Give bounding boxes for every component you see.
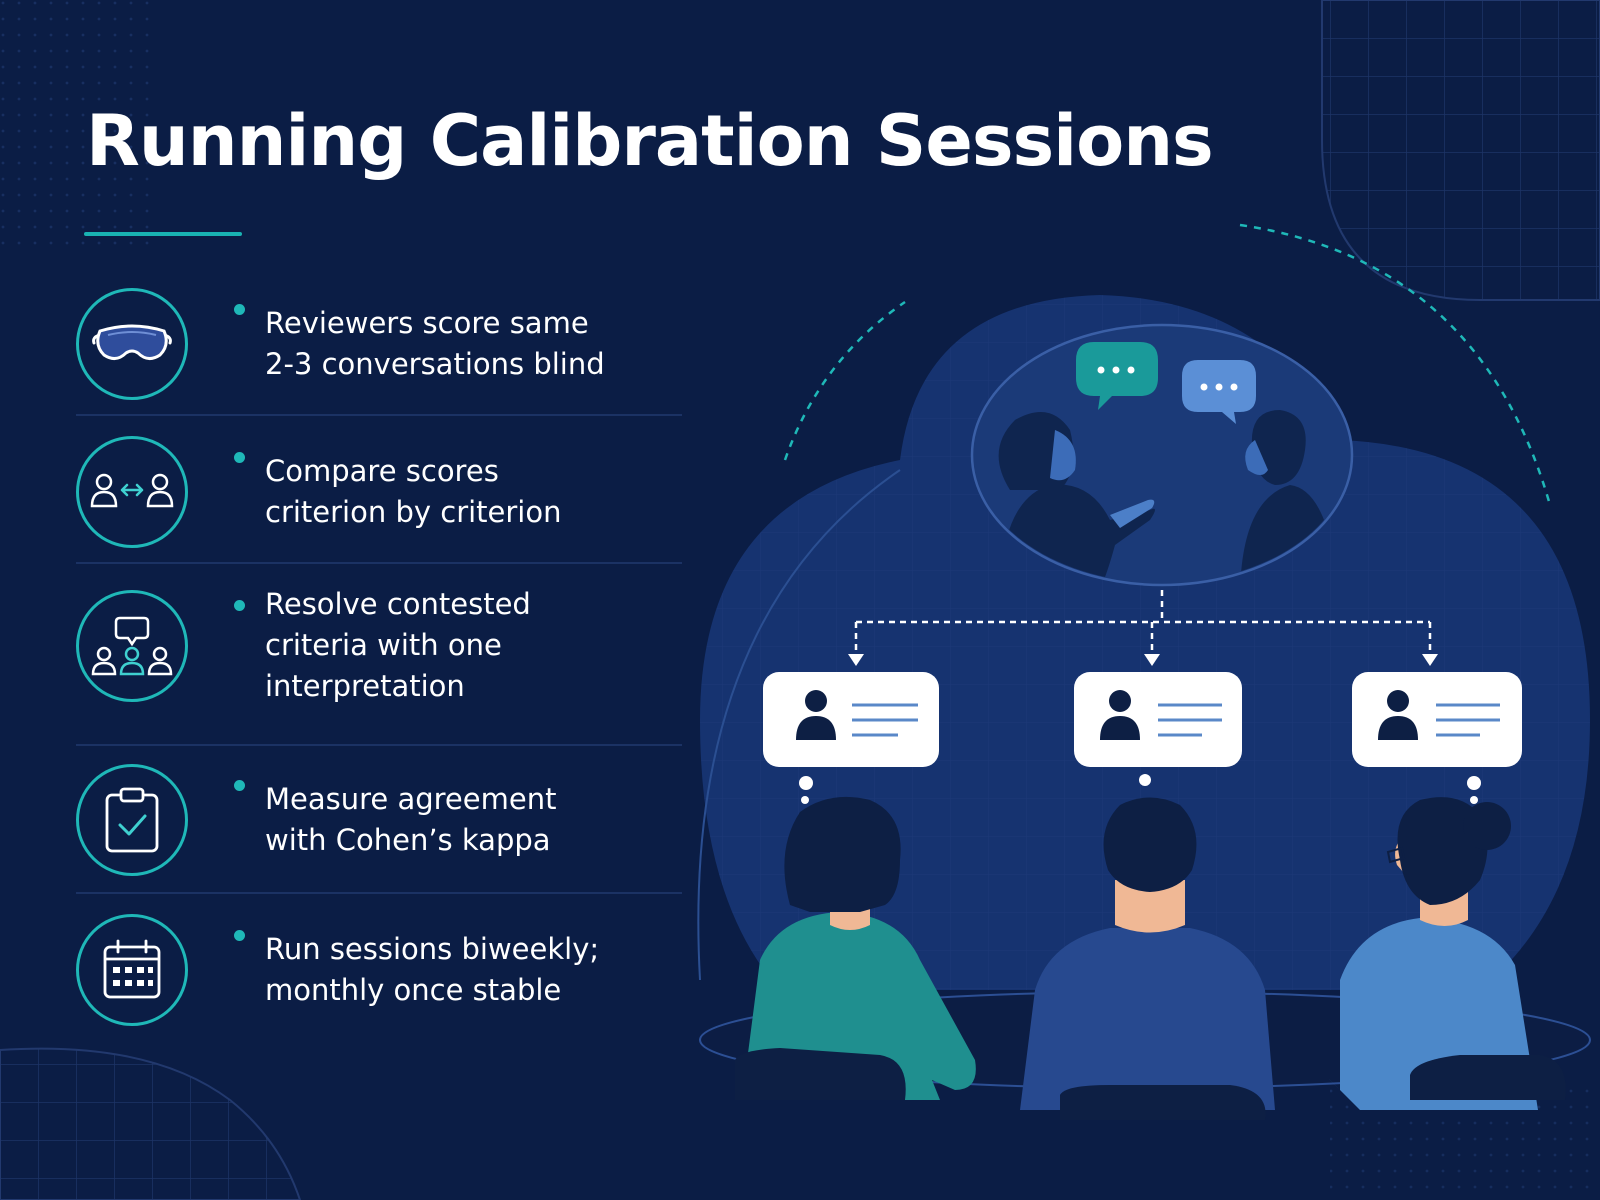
list-item-run-sessions: Run sessions biweekly; monthly once stab… — [76, 914, 682, 1026]
item-line: Compare scores — [265, 454, 499, 488]
item-text: Resolve contested criteria with one inte… — [265, 584, 531, 707]
item-text: Compare scores criterion by criterion — [265, 451, 562, 533]
clipboard-check-icon — [105, 787, 159, 853]
calendar-icon — [103, 939, 161, 999]
item-line: criterion by criterion — [265, 495, 562, 529]
item-line: interpretation — [265, 669, 465, 703]
dashed-arc-right — [1239, 223, 1552, 506]
icon-badge — [76, 914, 188, 1026]
dashed-arc-left — [783, 300, 906, 461]
divider — [76, 414, 682, 416]
icon-badge — [76, 589, 188, 702]
chairs — [735, 1048, 1566, 1120]
item-line: Run sessions biweekly; — [265, 932, 600, 966]
divider — [76, 744, 682, 746]
item-line: monthly once stable — [265, 973, 562, 1007]
icon-badge — [76, 288, 188, 400]
list-item-compare-scores: Compare scores criterion by criterion — [76, 436, 682, 548]
speech-bubble-teal — [1076, 342, 1158, 410]
item-text: Run sessions biweekly; monthly once stab… — [265, 929, 599, 1011]
page-title: Running Calibration Sessions — [86, 100, 1214, 182]
item-line: Reviewers score same — [265, 306, 589, 340]
compare-users-icon — [90, 473, 174, 508]
bullet-dot — [234, 930, 245, 941]
calibration-illustration — [697, 223, 1591, 1120]
item-line: 2-3 conversations blind — [265, 347, 605, 381]
grid-corner-bottom-left — [0, 1047, 302, 1200]
reviewer-blue — [1020, 797, 1275, 1110]
speech-bubble-blue — [1182, 360, 1256, 424]
divider — [76, 562, 682, 564]
bullet-dot — [234, 600, 245, 611]
divider — [76, 892, 682, 894]
group-discussion-icon — [91, 616, 173, 675]
item-text: Measure agreement with Cohen’s kappa — [265, 779, 556, 861]
score-card-2 — [1074, 672, 1242, 786]
icon-badge — [76, 436, 188, 548]
list-item-blind-scoring: Reviewers score same 2-3 conversations b… — [76, 288, 682, 400]
icon-badge — [76, 764, 188, 876]
list-item-measure-agreement: Measure agreement with Cohen’s kappa — [76, 764, 682, 876]
score-card-1 — [763, 672, 939, 804]
item-line: Measure agreement — [265, 782, 557, 816]
item-line: criteria with one — [265, 628, 502, 662]
dot-pattern — [0, 0, 150, 250]
grid-corner-top-right — [1321, 0, 1600, 301]
score-card-3 — [1352, 672, 1522, 804]
blob-grid — [700, 295, 1590, 990]
bullet-dot — [234, 780, 245, 791]
bullet-dot — [234, 452, 245, 463]
dashed-connectors — [854, 590, 1432, 655]
connector-arrowheads — [848, 654, 1438, 666]
sleep-mask-icon — [92, 324, 172, 360]
title-underline — [84, 232, 242, 236]
item-line: Resolve contested — [265, 587, 531, 621]
thin-arc — [697, 469, 901, 981]
item-text: Reviewers score same 2-3 conversations b… — [265, 303, 605, 385]
item-line: with Cohen’s kappa — [265, 823, 551, 857]
list-item-resolve-criteria: Resolve contested criteria with one inte… — [76, 584, 682, 707]
bullet-dot — [234, 304, 245, 315]
